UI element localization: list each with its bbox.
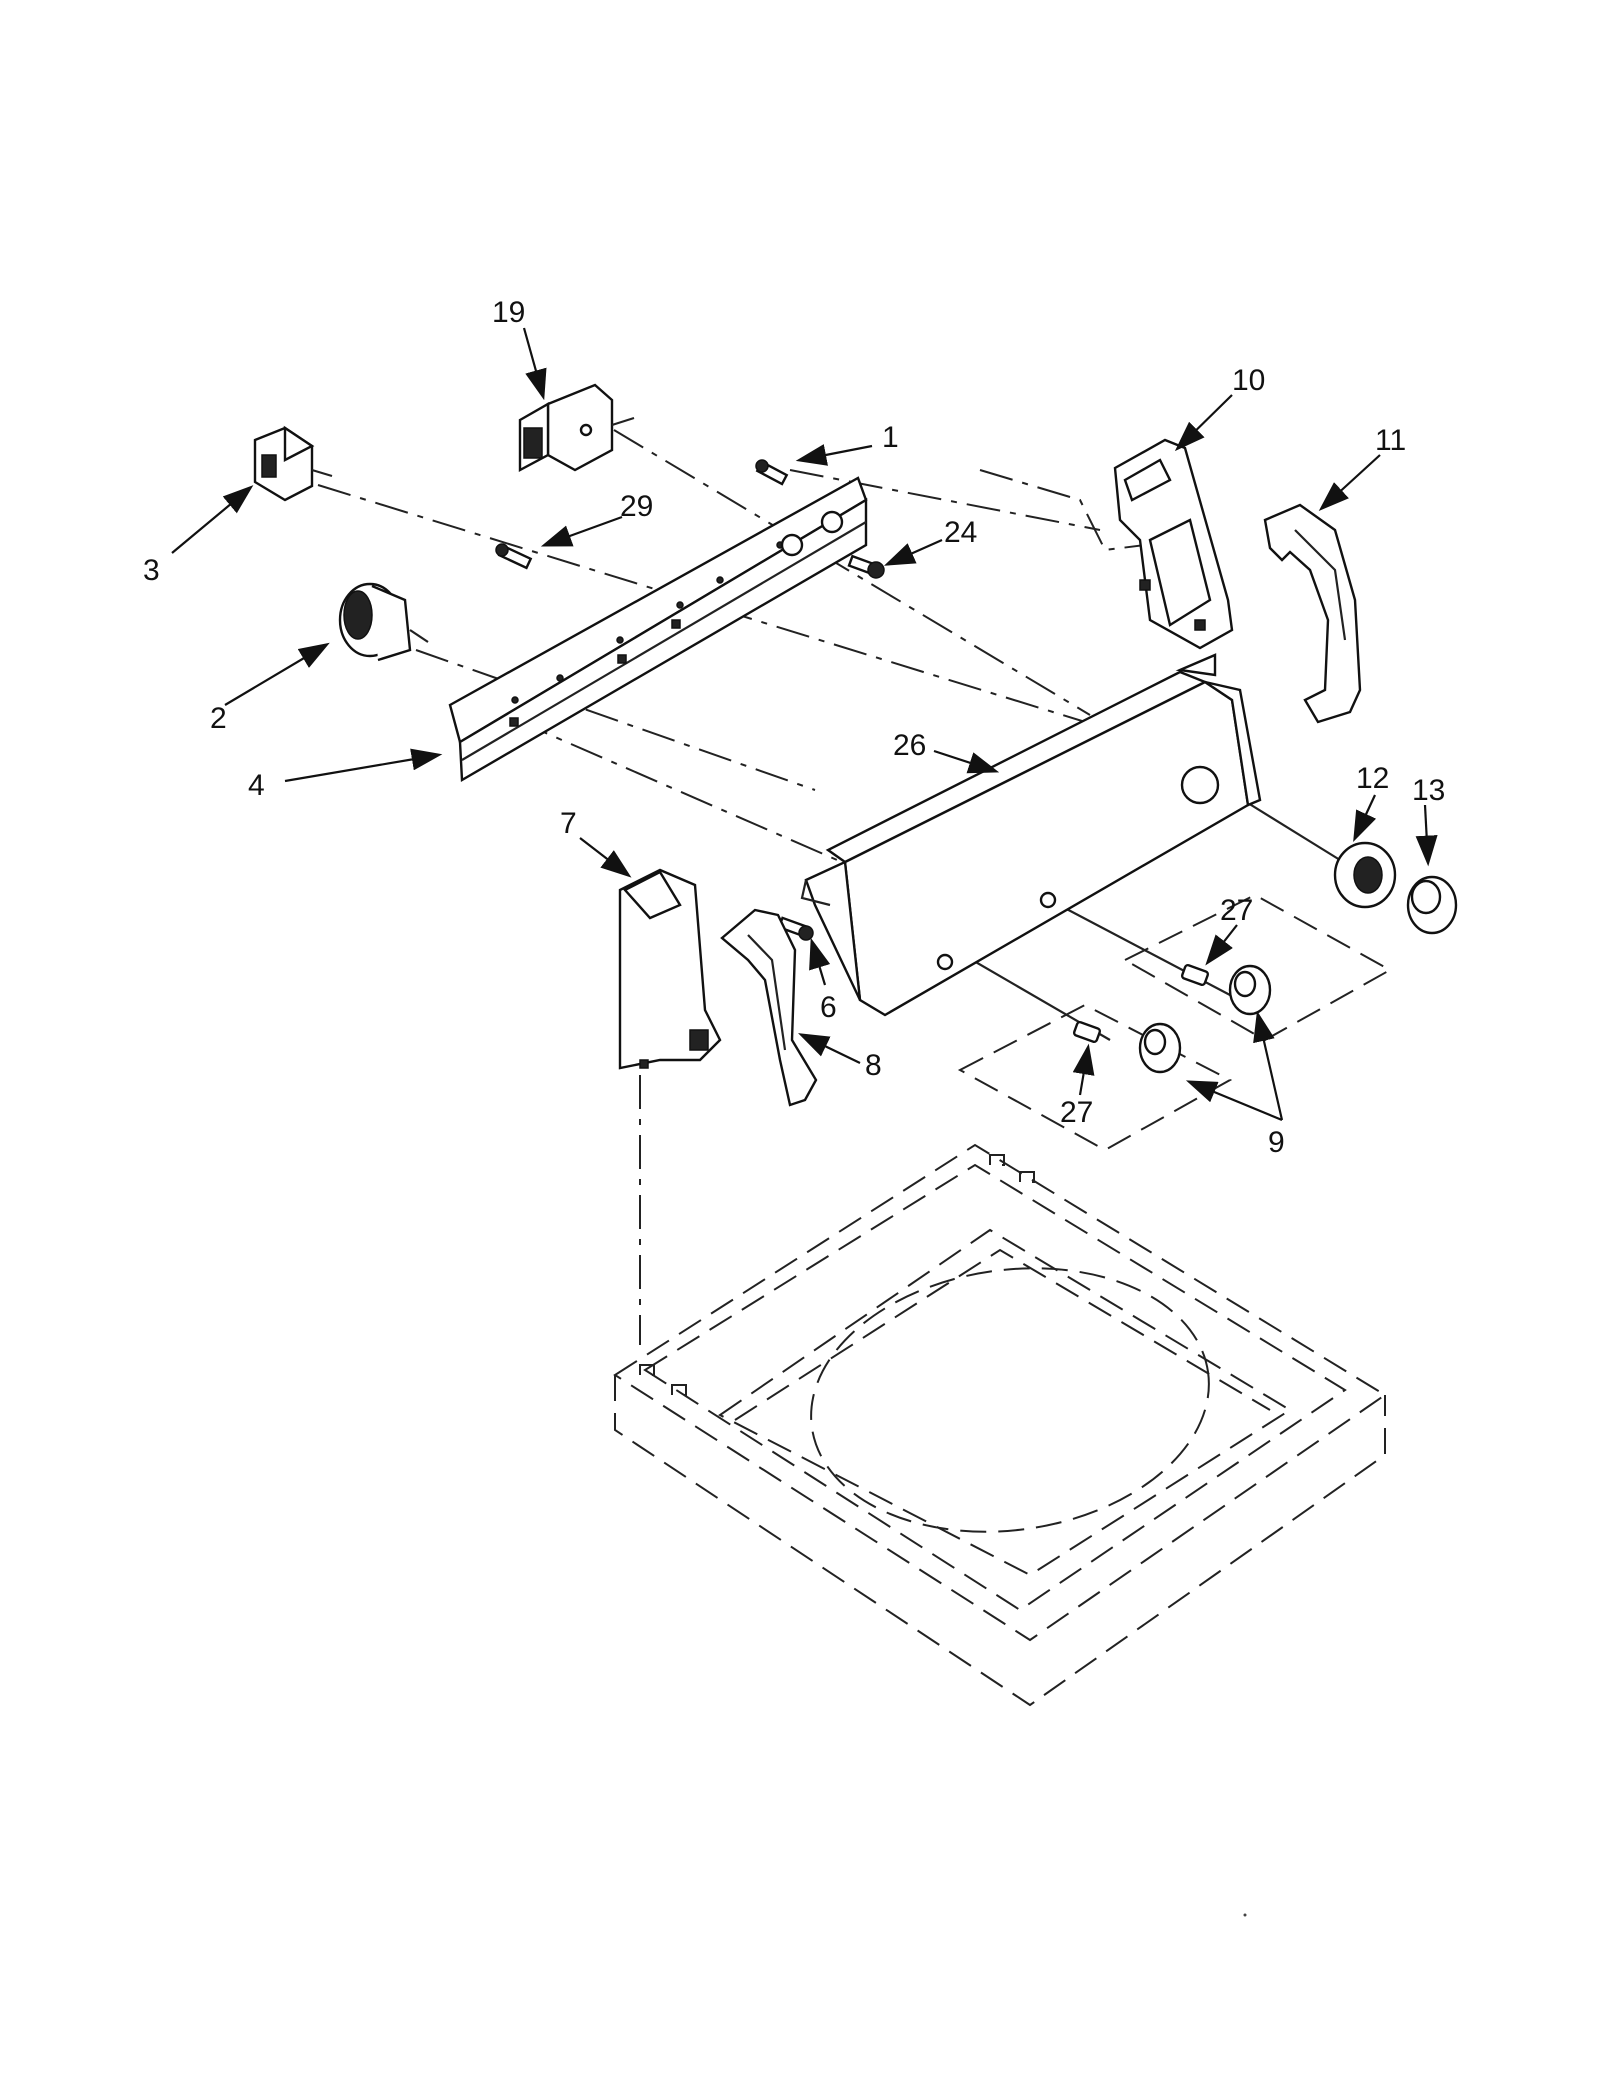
- callout-12: 12: [1356, 762, 1389, 795]
- screw-27-upper: [1180, 963, 1210, 987]
- part-10-right-end-cap: [1113, 438, 1234, 650]
- callout-13: 13: [1412, 774, 1445, 807]
- callout-2: 2: [210, 702, 227, 735]
- callout-6: 6: [820, 991, 837, 1024]
- part-11-right-cover: [1263, 503, 1362, 724]
- callout-19: 19: [492, 296, 525, 329]
- part-9-knob-lower: [1138, 1022, 1182, 1074]
- part-9-knob-upper: [1228, 964, 1272, 1016]
- callout-11: 11: [1375, 424, 1406, 457]
- part-19-switch: [518, 383, 635, 473]
- part-2-timer: [338, 582, 429, 662]
- part-7-left-end-cap: [618, 868, 722, 1070]
- callout-27-lower: 27: [1060, 1096, 1093, 1129]
- callout-8: 8: [865, 1049, 882, 1082]
- part-12-knob-skirt: [1333, 841, 1397, 909]
- screw-1: [755, 459, 789, 486]
- screw-29: [495, 543, 533, 570]
- knob-boxes: [957, 893, 1393, 1152]
- part-13-knob: [1406, 875, 1458, 935]
- leader-arrows: [171, 327, 1438, 1122]
- screw-27-lower: [1072, 1020, 1102, 1044]
- callout-10: 10: [1232, 364, 1265, 397]
- callout-labels: 19 1 29 24 3 2 4 10 11 26 12 13 7 27 6 8…: [143, 296, 1445, 1159]
- callout-9: 9: [1268, 1126, 1285, 1159]
- callout-27-upper: 27: [1220, 894, 1253, 927]
- callout-7: 7: [560, 807, 577, 840]
- part-8-left-cover: [720, 908, 818, 1107]
- part-3-rotary-switch: [253, 425, 333, 502]
- callout-29: 29: [620, 490, 653, 523]
- screws: [495, 459, 1210, 1044]
- part-26-console-panel: [800, 653, 1262, 1017]
- part-4-control-rail: [448, 476, 868, 783]
- screw-6: [777, 916, 814, 941]
- callout-1: 1: [882, 421, 899, 454]
- screw-24: [847, 554, 885, 579]
- callout-4: 4: [248, 769, 265, 802]
- washer-top-phantom: [613, 1143, 1387, 1707]
- callout-24: 24: [944, 516, 977, 549]
- stray-dot: [1243, 1913, 1247, 1917]
- callout-26: 26: [893, 729, 926, 762]
- callout-3: 3: [143, 554, 160, 587]
